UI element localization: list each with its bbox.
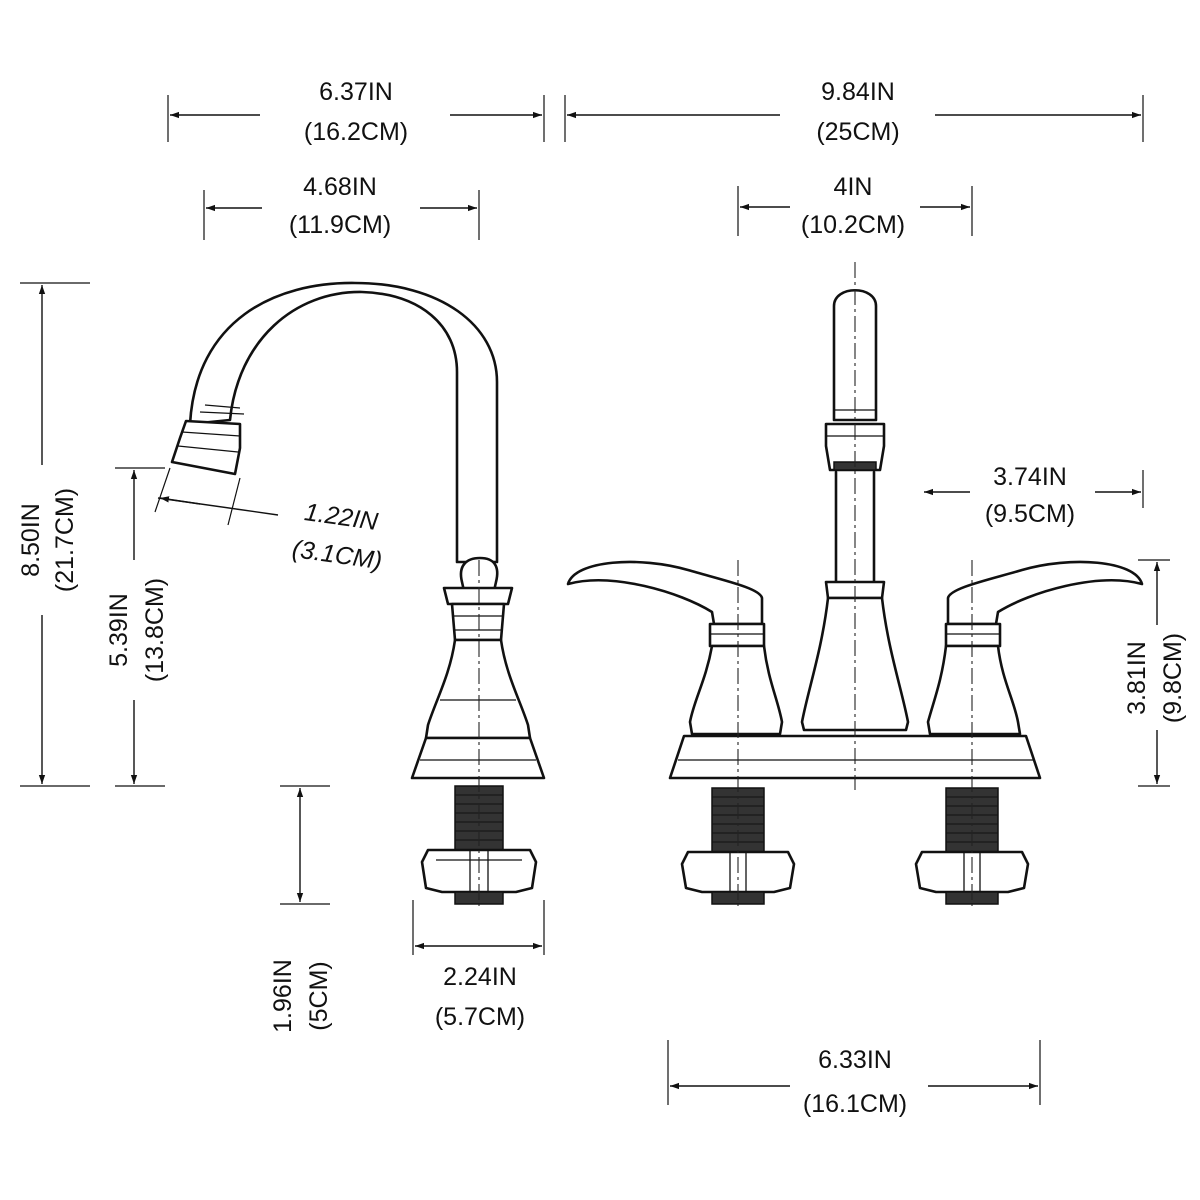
center-spacing-cm-label: (10.2CM)	[801, 211, 905, 239]
overall-width-cm-label: (25CM)	[816, 118, 899, 146]
center-spacing-in-label: 4IN	[834, 173, 873, 201]
shank-length-cm-label: (5CM)	[305, 961, 333, 1030]
total-height-in-label: 8.50IN	[17, 503, 45, 577]
side-spout-gooseneck	[188, 281, 499, 564]
front-right-handle-body	[926, 644, 1022, 736]
spout-reach-in-label: 4.68IN	[303, 173, 377, 201]
handle-reach-in-label: 3.74IN	[993, 463, 1067, 491]
shank-length-in-label: 1.96IN	[269, 959, 297, 1033]
side-base	[410, 736, 546, 780]
dimension-lines	[20, 95, 1170, 1105]
front-view-faucet	[566, 262, 1144, 906]
base-diameter-in-label: 2.24IN	[443, 963, 517, 991]
handle-height-in-label: 3.81IN	[1123, 641, 1151, 715]
side-spout-head	[170, 419, 242, 476]
spout-height-in-label: 5.39IN	[105, 593, 133, 667]
base-width-cm-label: (16.1CM)	[803, 1090, 907, 1118]
aerator-in-label: 1.22IN	[303, 498, 381, 536]
total-height-cm-label: (21.7CM)	[51, 488, 79, 592]
overall-depth-in-label: 6.37IN	[319, 78, 393, 106]
overall-depth-cm-label: (16.2CM)	[304, 118, 408, 146]
base-diameter-cm-label: (5.7CM)	[435, 1003, 525, 1031]
side-view-faucet	[170, 281, 546, 906]
spout-height-cm-label: (13.8CM)	[141, 578, 169, 682]
handle-reach-cm-label: (9.5CM)	[985, 500, 1075, 528]
spout-reach-cm-label: (11.9CM)	[289, 211, 391, 239]
aerator-cm-label: (3.1CM)	[290, 535, 383, 575]
front-center-body	[800, 596, 910, 732]
front-left-handle-body	[688, 644, 784, 736]
side-body	[424, 638, 532, 740]
front-left-handle	[566, 560, 764, 626]
overall-width-in-label: 9.84IN	[821, 78, 895, 106]
base-width-in-label: 6.33IN	[818, 1046, 892, 1074]
front-right-handle	[946, 560, 1144, 626]
handle-height-cm-label: (9.8CM)	[1159, 633, 1187, 723]
